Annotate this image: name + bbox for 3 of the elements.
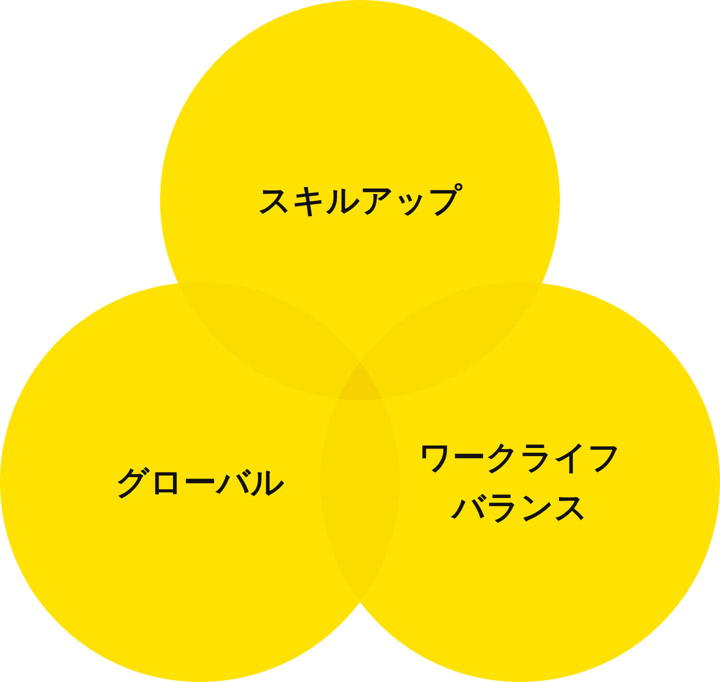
circle-label: スキルアップ <box>255 175 465 225</box>
circle-label: グローバル <box>112 457 288 507</box>
circle-label: ワークライフバランス <box>418 432 622 532</box>
